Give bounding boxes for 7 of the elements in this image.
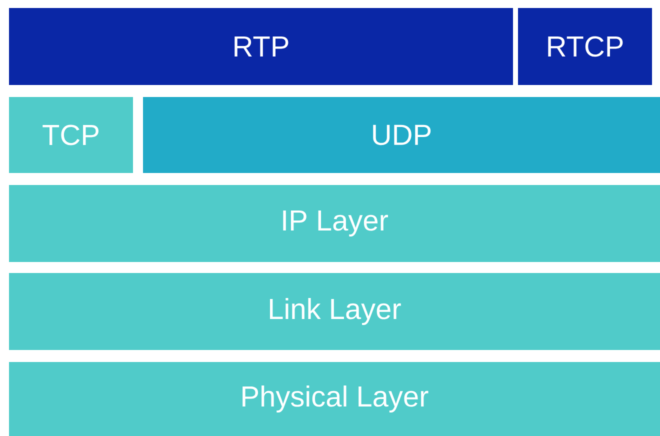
layer-box: RTP — [9, 8, 513, 85]
layer-box: TCP — [9, 97, 133, 173]
layer-box: IP Layer — [9, 185, 660, 262]
layer-box: UDP — [143, 97, 660, 173]
layer-box: Link Layer — [9, 273, 660, 350]
layer-box: RTCP — [518, 8, 652, 85]
layer-box: Physical Layer — [9, 362, 660, 436]
